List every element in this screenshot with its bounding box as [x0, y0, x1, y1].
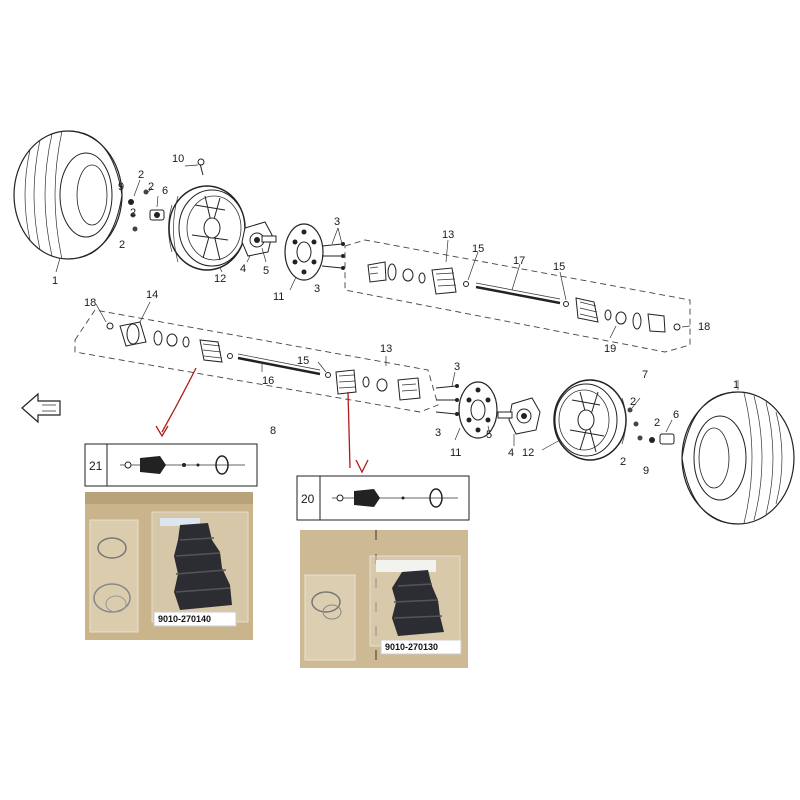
kit-21-label-tag	[153, 611, 237, 627]
callout-3: 3	[334, 216, 340, 228]
callout-9: 9	[643, 465, 649, 477]
right-disc-bolts	[435, 384, 459, 416]
callout-12: 12	[522, 447, 534, 459]
callout-3: 3	[454, 361, 460, 373]
callout-2: 2	[138, 169, 144, 181]
callout-1-left: 1	[52, 275, 58, 287]
callout-6: 6	[673, 409, 679, 421]
callout-2: 2	[119, 239, 125, 251]
callout-numbers: 1 1 2 2 2 2 2 2 2 3 3 3 3 4 4 5 5 6 6 7 …	[52, 153, 739, 477]
callout-6: 6	[162, 185, 168, 197]
callout-2: 2	[130, 207, 136, 219]
upper-axle-frame	[344, 239, 691, 353]
front-direction-arrow-icon	[21, 392, 61, 424]
kit-21: 21	[84, 443, 258, 487]
kit-20-part-number: 9010-270130	[385, 642, 438, 652]
callout-17: 17	[513, 255, 525, 267]
callout-13: 13	[442, 229, 454, 241]
callout-11: 11	[273, 291, 284, 303]
callout-2: 2	[148, 181, 154, 193]
callout-16: 16	[262, 375, 274, 387]
arrow-to-kit-21	[161, 367, 197, 433]
callout-18: 18	[698, 321, 710, 333]
callout-9: 9	[118, 181, 124, 193]
kit-20-number: 20	[301, 492, 315, 506]
right-hub	[497, 397, 541, 435]
right-tire	[681, 391, 795, 525]
arrowhead-icon	[355, 459, 369, 474]
left-brake-disc	[284, 223, 324, 281]
left-fasteners	[128, 158, 205, 232]
lower-axle-frame	[74, 309, 439, 413]
right-fasteners	[627, 407, 675, 445]
arrow-to-kit-20	[347, 391, 351, 469]
left-hub	[241, 221, 277, 257]
upper-axle	[367, 261, 681, 333]
callout-18: 18	[84, 297, 96, 309]
callout-5: 5	[486, 429, 492, 441]
callout-2: 2	[620, 456, 626, 468]
kit-21-number: 21	[89, 459, 103, 473]
callout-11: 11	[450, 447, 461, 459]
right-brake-disc	[458, 381, 498, 439]
lower-axle	[106, 321, 421, 401]
callout-14: 14	[146, 289, 158, 301]
callout-8: 8	[270, 425, 276, 437]
callout-7: 7	[642, 369, 648, 381]
callout-2: 2	[630, 396, 636, 408]
callout-5: 5	[263, 265, 269, 277]
left-disc-bolts	[321, 242, 345, 270]
leader-lines	[55, 164, 739, 451]
left-rim	[168, 185, 246, 271]
callout-19: 19	[604, 343, 616, 355]
callout-4: 4	[508, 447, 514, 459]
arrowhead-icon	[155, 425, 169, 438]
callout-3: 3	[314, 283, 320, 295]
callout-4: 4	[240, 263, 246, 275]
callout-13: 13	[380, 343, 392, 355]
callout-15: 15	[472, 243, 484, 255]
kit-20-photo: 9010-270130	[300, 530, 468, 668]
kit-20: 20	[296, 475, 470, 521]
callout-12: 12	[214, 273, 226, 285]
callout-10: 10	[172, 153, 184, 165]
callout-15: 15	[297, 355, 309, 367]
kit-21-part-number: 9010-270140	[158, 614, 211, 624]
kit-21-photo: 9010-270140	[85, 492, 253, 640]
kit-20-label-tag	[380, 639, 462, 655]
callout-15: 15	[553, 261, 565, 273]
callout-1-right: 1	[733, 379, 739, 391]
red-arrows	[155, 367, 369, 474]
callout-3: 3	[435, 427, 441, 439]
left-tire	[13, 130, 123, 260]
right-rim	[553, 379, 627, 461]
callout-2: 2	[654, 417, 660, 429]
